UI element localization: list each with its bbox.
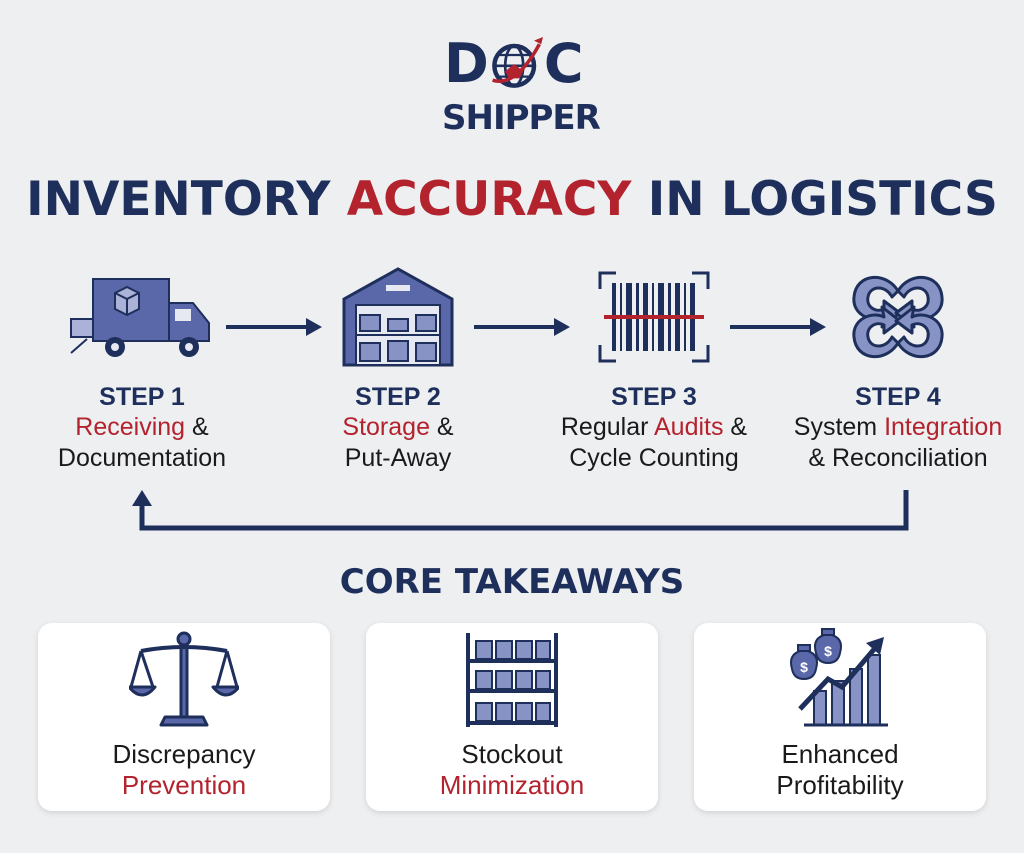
scale-icon <box>129 631 239 727</box>
takeaway-1-line-1: Discrepancy <box>112 739 256 769</box>
step-3-label-rest: & <box>723 413 748 441</box>
step-4-label-line-1: System Integration <box>778 412 1018 443</box>
flow-arrow-2 <box>474 318 570 336</box>
step-3: STEP 3 Regular Audits & Cycle Counting <box>534 262 774 474</box>
takeaway-card-1: Discrepancy Prevention <box>38 623 330 811</box>
title-part-3: IN LOGISTICS <box>631 172 998 227</box>
core-takeaways-title: CORE TAKEAWAYS <box>339 562 685 602</box>
step-2-label-highlight: Storage <box>342 413 430 441</box>
step-1-number: STEP 1 <box>99 383 185 411</box>
svg-text:$: $ <box>824 643 832 659</box>
step-1-label-rest: & <box>185 413 209 441</box>
title-part-1: INVENTORY <box>26 172 347 227</box>
title-part-2: ACCURACY <box>346 172 632 227</box>
step-3-label-line-1: Regular Audits & <box>534 412 774 443</box>
step-3-label-pre: Regular <box>560 413 654 441</box>
barcode-icon <box>598 271 710 363</box>
cycle-icon <box>852 275 944 359</box>
takeaway-2-line-1: Stockout <box>461 739 563 769</box>
truck-icon <box>70 278 210 357</box>
step-4-label-highlight: Integration <box>884 413 1003 441</box>
warehouse-icon <box>342 267 454 367</box>
step-4-label-line-2: & Reconciliation <box>808 444 988 472</box>
step-4: STEP 4 System Integration & Reconciliati… <box>778 262 1018 474</box>
takeaway-1-line-2: Prevention <box>121 770 247 800</box>
step-1-label-line-2: Documentation <box>57 444 227 472</box>
logo-letter-c: C <box>543 32 584 95</box>
flow-arrow-1 <box>226 318 322 336</box>
logo-shipper-text: SHIPPER <box>442 98 601 138</box>
takeaway-card-2: Stockout Minimization <box>366 623 658 811</box>
step-3-number: STEP 3 <box>611 383 697 411</box>
step-1-label-highlight: Receiving <box>75 413 186 441</box>
page-title: INVENTORY ACCURACY IN LOGISTICS <box>0 170 1024 230</box>
doc-shipper-logo: D C SHIPPER <box>440 22 601 147</box>
step-1: STEP 1 Receiving & Documentation <box>22 262 262 474</box>
step-2: STEP 2 Storage & Put-Away <box>278 262 518 474</box>
growth-chart-icon: $ $ <box>790 628 888 727</box>
takeaway-2-line-2: Minimization <box>439 770 585 800</box>
step-4-label-pre: System <box>793 413 885 441</box>
takeaway-3-line-1: Enhanced <box>781 739 899 769</box>
loop-back-arrow <box>132 490 909 531</box>
logo-doc-text: D C <box>444 32 584 96</box>
step-2-number: STEP 2 <box>355 383 441 411</box>
step-2-label-rest: & <box>429 413 454 441</box>
takeaway-3-line-2: Profitability <box>776 770 904 800</box>
takeaway-card-3: $ $ Enhanced Profitability <box>694 623 986 811</box>
flow-arrow-3 <box>730 318 826 336</box>
step-3-label-highlight: Audits <box>654 413 724 441</box>
step-1-label-line-1: Receiving & <box>22 412 262 443</box>
step-3-label-line-2: Cycle Counting <box>569 444 739 472</box>
shelf-icon <box>466 633 558 727</box>
svg-text:$: $ <box>800 659 808 675</box>
step-2-label-line-2: Put-Away <box>344 444 452 472</box>
logo-letter-d: D <box>444 32 489 95</box>
step-2-label-line-1: Storage & <box>278 412 518 443</box>
step-4-number: STEP 4 <box>855 383 941 411</box>
globe-plane-icon <box>491 37 543 88</box>
